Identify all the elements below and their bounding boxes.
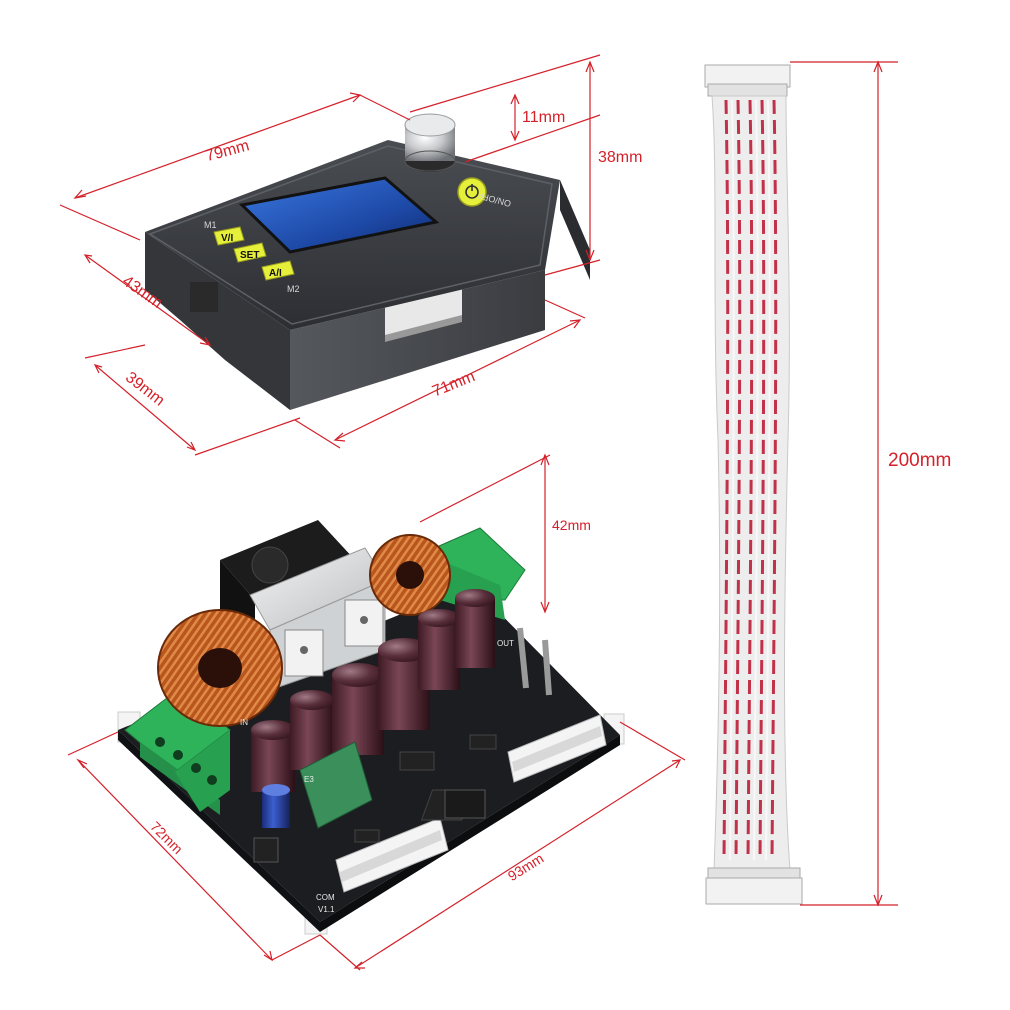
display-module: V/I SET A/I M1 M2 ON/OFF <box>145 113 590 410</box>
heatsink <box>249 547 386 691</box>
capacitors <box>251 589 495 828</box>
svg-text:A/I: A/I <box>269 268 282 279</box>
board-dimension-lines <box>67 453 686 971</box>
body-width-label: 71mm <box>430 368 478 400</box>
board-connector-right <box>507 714 607 783</box>
svg-text:V/I: V/I <box>221 233 233 244</box>
cable-dimension-line <box>790 60 898 907</box>
lcd-screen <box>238 176 440 254</box>
knob-height-label: 11mm <box>522 109 565 126</box>
body-depth-label: 39mm <box>122 369 167 410</box>
board-connector-front <box>335 817 449 893</box>
com-label: COM <box>316 893 335 902</box>
inductor-small <box>369 534 451 616</box>
output-jumper <box>517 627 552 696</box>
vi-button[interactable]: V/I <box>213 226 245 246</box>
power-button[interactable] <box>457 177 487 207</box>
module-width-label: 79mm <box>204 137 251 165</box>
m1-label: M1 <box>204 220 217 230</box>
m2-label: M2 <box>287 284 300 294</box>
in-label: IN <box>240 718 248 727</box>
out-label: OUT <box>497 639 514 648</box>
module-dimension-lines <box>59 54 601 456</box>
cable-length-label: 200mm <box>888 450 951 471</box>
ai-button[interactable]: A/I <box>261 260 295 281</box>
daughter-board: E3 <box>299 741 373 829</box>
cable-connector-bottom <box>705 867 803 905</box>
cable-connector-top <box>704 64 791 97</box>
e3-label: E3 <box>304 775 314 784</box>
board-height-label: 42mm <box>552 517 591 533</box>
set-button[interactable]: SET <box>233 242 267 263</box>
module-height-label: 38mm <box>598 149 642 166</box>
cooling-fan <box>220 520 355 650</box>
ribbon-cable <box>704 64 803 905</box>
board-width-label: 93mm <box>505 850 546 884</box>
connector-slot <box>385 285 462 340</box>
rotary-knob[interactable] <box>404 113 456 172</box>
inductor-large <box>157 609 283 727</box>
smd-inductor <box>253 837 279 863</box>
version-label: V1.1 <box>318 905 335 914</box>
module-lower-body <box>145 232 290 410</box>
pcb-board: E3 OUT IN COM V1.1 <box>117 520 625 935</box>
svg-text:SET: SET <box>240 250 259 261</box>
